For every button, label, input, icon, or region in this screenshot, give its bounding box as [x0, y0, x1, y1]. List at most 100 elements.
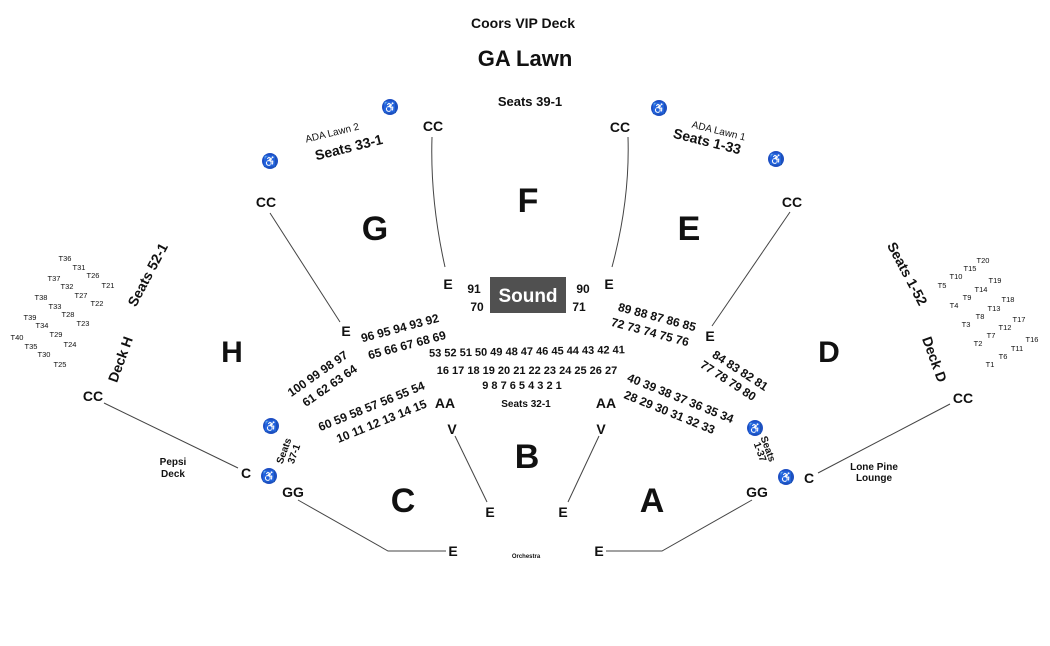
table-label[interactable]: T32 — [61, 282, 74, 291]
aisle-e-label: E — [705, 328, 714, 344]
table-label[interactable]: T8 — [976, 312, 985, 321]
seat-row: 53 52 51 50 49 48 47 46 45 44 43 42 41 — [429, 344, 625, 359]
wheelchair-icon[interactable]: ♿ — [651, 100, 667, 116]
table-label[interactable]: T29 — [50, 330, 63, 339]
aisle-e-label: E — [341, 323, 350, 339]
aisle-line — [454, 435, 488, 503]
table-cluster-right: T20 T15 T10 T19 T5 T14 T9 T18 T4 T13 T8 … — [938, 256, 1039, 369]
table-label[interactable]: T39 — [24, 313, 37, 322]
wheelchair-icon[interactable]: ♿ — [747, 420, 763, 436]
table-label[interactable]: T37 — [48, 274, 61, 283]
table-label[interactable]: T22 — [91, 299, 104, 308]
table-label[interactable]: T13 — [988, 304, 1001, 313]
deck-d-label[interactable]: Deck D — [919, 334, 950, 384]
svg-text:♿: ♿ — [779, 471, 793, 484]
aisle-c-label: C — [241, 465, 251, 481]
deck-h-label[interactable]: Deck H — [105, 334, 136, 384]
seat-row: 16 17 18 19 20 21 22 23 24 25 26 27 — [437, 365, 617, 377]
section-f[interactable]: F — [518, 182, 539, 220]
aisle-line — [297, 499, 446, 552]
table-label[interactable]: T31 — [73, 263, 86, 272]
aisle-cc-label: CC — [256, 194, 276, 210]
wheelchair-icon[interactable]: ♿ — [261, 468, 277, 484]
ga-lawn-label[interactable]: GA Lawn — [478, 46, 573, 71]
wheelchair-icon[interactable]: ♿ — [778, 469, 794, 485]
wheelchair-icon[interactable]: ♿ — [382, 99, 398, 115]
aisle-line — [431, 136, 446, 268]
table-label[interactable]: T5 — [938, 281, 947, 290]
table-label[interactable]: T21 — [102, 281, 115, 290]
table-label[interactable]: T1 — [986, 360, 995, 369]
wheelchair-icon[interactable]: ♿ — [768, 151, 784, 167]
section-d[interactable]: D — [818, 336, 840, 369]
wheelchair-icon[interactable]: ♿ — [262, 153, 278, 169]
section-b[interactable]: B — [515, 438, 540, 476]
table-label[interactable]: T19 — [989, 276, 1002, 285]
table-label[interactable]: T16 — [1026, 335, 1039, 344]
table-label[interactable]: T36 — [59, 254, 72, 263]
aisle-cc-label: CC — [782, 194, 802, 210]
aisle-e-label: E — [448, 543, 457, 559]
table-cluster-left: T36 T31 T37 T26 T21 T32 T27 T38 T33 T22 … — [11, 254, 115, 369]
table-label[interactable]: T28 — [62, 310, 75, 319]
section-c[interactable]: C — [391, 482, 416, 520]
table-label[interactable]: T7 — [987, 331, 996, 340]
table-label[interactable]: T6 — [999, 352, 1008, 361]
table-label[interactable]: T27 — [75, 291, 88, 300]
table-label[interactable]: T20 — [977, 256, 990, 265]
aisle-line — [567, 435, 600, 503]
pepsi-deck-label[interactable]: Deck — [161, 469, 185, 480]
lawn-seats-label: Seats 39-1 — [498, 94, 562, 109]
seat-number: 90 — [576, 282, 590, 296]
lone-pine-lounge-label[interactable]: Lounge — [856, 473, 893, 484]
table-label[interactable]: T14 — [975, 285, 988, 294]
table-label[interactable]: T24 — [64, 340, 77, 349]
pepsi-deck-label[interactable]: Pepsi — [160, 457, 187, 468]
lone-pine-lounge-label[interactable]: Lone Pine — [850, 462, 898, 473]
aisle-cc-label: CC — [83, 388, 103, 404]
table-label[interactable]: T2 — [974, 339, 983, 348]
aisle-aa-label: AA — [596, 395, 616, 411]
table-label[interactable]: T18 — [1002, 295, 1015, 304]
table-label[interactable]: T3 — [962, 320, 971, 329]
table-label[interactable]: T33 — [49, 302, 62, 311]
aisle-aa-label: AA — [435, 395, 455, 411]
vip-deck-title[interactable]: Coors VIP Deck — [471, 15, 575, 31]
section-g[interactable]: G — [362, 210, 388, 248]
svg-text:♿: ♿ — [263, 155, 277, 168]
table-label[interactable]: T35 — [25, 342, 38, 351]
aisle-cc-label: CC — [610, 119, 630, 135]
svg-text:♿: ♿ — [262, 470, 276, 483]
table-label[interactable]: T10 — [950, 272, 963, 281]
table-label[interactable]: T30 — [38, 350, 51, 359]
aisle-e-label: E — [594, 543, 603, 559]
aisle-v-label: V — [447, 421, 457, 437]
table-label[interactable]: T12 — [999, 323, 1012, 332]
table-label[interactable]: T9 — [963, 293, 972, 302]
table-label[interactable]: T40 — [11, 333, 24, 342]
table-label[interactable]: T17 — [1013, 315, 1026, 324]
section-h[interactable]: H — [221, 336, 243, 369]
seat-number: 71 — [572, 300, 586, 314]
table-label[interactable]: T34 — [36, 321, 49, 330]
table-label[interactable]: T4 — [950, 301, 959, 310]
svg-text:♿: ♿ — [769, 153, 783, 166]
table-label[interactable]: T15 — [964, 264, 977, 273]
section-e[interactable]: E — [678, 210, 701, 248]
table-label[interactable]: T26 — [87, 271, 100, 280]
aisle-e-label: E — [485, 504, 494, 520]
table-label[interactable]: T38 — [35, 293, 48, 302]
aisle-gg-label: GG — [282, 484, 304, 500]
table-label[interactable]: T11 — [1011, 344, 1023, 353]
orchestra-label[interactable]: Orchestra — [512, 554, 541, 560]
aisle-line — [711, 211, 791, 327]
table-label[interactable]: T25 — [54, 360, 67, 369]
seat-number: 91 — [467, 282, 481, 296]
aisle-e-label: E — [604, 276, 613, 292]
aisle-v-label: V — [596, 421, 606, 437]
section-a[interactable]: A — [640, 482, 665, 520]
wheelchair-icon[interactable]: ♿ — [263, 418, 279, 434]
seat-row: 9 8 7 6 5 4 3 2 1 — [482, 380, 562, 392]
table-label[interactable]: T23 — [77, 319, 90, 328]
